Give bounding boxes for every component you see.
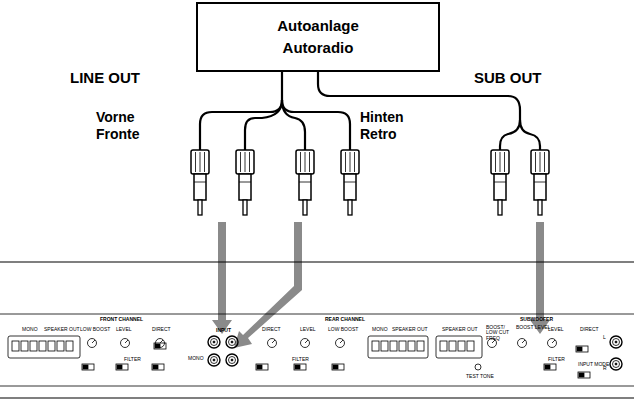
- panel-label: BOOST/ LOW CUT FREQ: [486, 325, 510, 341]
- panel-label: L: [603, 335, 606, 340]
- panel-label: LOW BOOST: [80, 327, 110, 332]
- panel-label: SUBWOOFER: [520, 317, 553, 322]
- panel-label: SPEAKER OUT: [44, 327, 80, 332]
- grey-arrows: [212, 222, 550, 348]
- panel-label: DIRECT: [152, 327, 171, 332]
- panel-label: INPUT: [216, 328, 231, 333]
- panel-label: REAR CHANNEL: [325, 317, 365, 322]
- panel-label: TEST TONE: [466, 374, 494, 379]
- panel-label: FILTER: [548, 357, 565, 362]
- panel-label: LEVEL: [548, 327, 564, 332]
- panel-label: SPEAKER OUT: [442, 327, 478, 332]
- panel-label: LOW BOOST: [328, 327, 358, 332]
- panel-label: FILTER: [292, 357, 309, 362]
- box-text: Autoanlage: [277, 15, 359, 37]
- panel-label: BOOST LEVEL: [516, 325, 550, 330]
- panel-label: LEVEL: [116, 327, 132, 332]
- panel-label: FRONT CHANNEL: [100, 317, 143, 322]
- panel-label: FILTER: [124, 357, 141, 362]
- radio-box: AutoanlageAutoradio: [196, 2, 440, 72]
- panel-controls: [8, 336, 622, 378]
- signal-label: Vorne: [96, 110, 135, 125]
- amplifier-panel: [0, 262, 634, 398]
- signal-label: SUB OUT: [474, 70, 542, 86]
- panel-label: MONO: [188, 356, 204, 361]
- panel-label: MONO: [372, 327, 388, 332]
- signal-label: Retro: [360, 127, 397, 142]
- signal-label: Hinten: [360, 110, 404, 125]
- panel-label: R: [603, 366, 607, 371]
- panel-label: SPEAKER OUT: [392, 327, 428, 332]
- signal-label: LINE OUT: [70, 70, 140, 86]
- box-text: Autoradio: [283, 37, 354, 59]
- signal-label: Fronte: [96, 127, 140, 142]
- panel-label: DIRECT: [262, 327, 281, 332]
- panel-label: MONO: [22, 327, 38, 332]
- panel-label: LEVEL: [300, 327, 316, 332]
- panel-label: DIRECT: [580, 327, 599, 332]
- rca-plugs: [191, 150, 549, 215]
